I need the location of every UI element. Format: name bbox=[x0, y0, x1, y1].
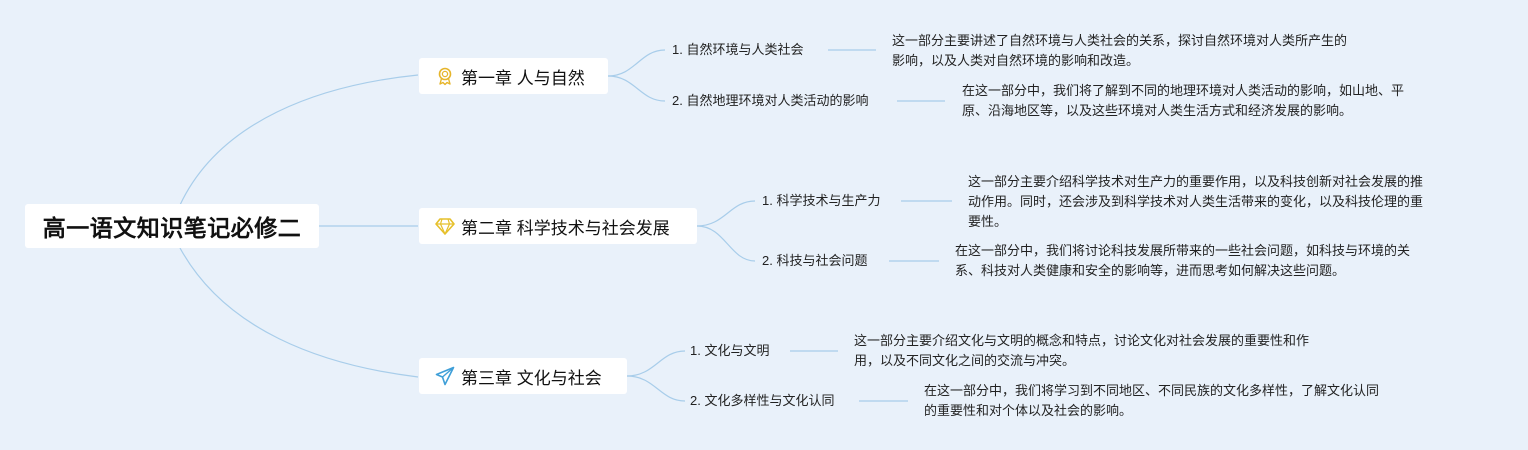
section-3-1-title[interactable]: 1. 文化与文明 bbox=[690, 343, 770, 358]
chapter-1-to-section-2-link bbox=[607, 75, 666, 102]
diamond-icon bbox=[435, 216, 455, 236]
chapter-1-to-section-1-link bbox=[607, 49, 666, 77]
section-1-2-title[interactable]: 2. 自然地理环境对人类活动的影响 bbox=[672, 93, 869, 108]
chapter-2-title: 第二章 科学技术与社会发展 bbox=[461, 218, 670, 238]
root-title: 高一语文知识笔记必修二 bbox=[42, 215, 302, 241]
section-2-1-desc: 这一部分主要介绍科学技术对生产力的重要作用，以及科技创新对社会发展的推 动作用。… bbox=[968, 174, 1424, 229]
root-to-chapter-3-link bbox=[179, 247, 419, 378]
chapter-3-title: 第三章 文化与社会 bbox=[461, 368, 602, 388]
section-1-2-desc: 在这一部分中，我们将了解到不同的地理环境对人类活动的影响，如山地、平 原、沿海地… bbox=[962, 83, 1405, 118]
chapter-3-to-section-1-link bbox=[626, 350, 686, 377]
section-3-1-desc: 这一部分主要介绍文化与文明的概念和特点，讨论文化对社会发展的重要性和作 用，以及… bbox=[854, 333, 1310, 368]
section-2-2-desc: 在这一部分中，我们将讨论科技发展所带来的一些社会问题，如科技与环境的关 系、科技… bbox=[955, 243, 1411, 278]
section-2-1-title[interactable]: 1. 科学技术与生产力 bbox=[762, 193, 881, 208]
chapter-3-node[interactable]: 第三章 文化与社会 bbox=[419, 358, 627, 394]
section-2-2-title[interactable]: 2. 科技与社会问题 bbox=[762, 253, 868, 268]
medal-icon bbox=[435, 66, 455, 86]
root-to-chapter-1-link bbox=[179, 74, 419, 206]
chapter-2-node[interactable]: 第二章 科学技术与社会发展 bbox=[419, 208, 697, 244]
chapter-2-to-section-2-link bbox=[696, 225, 756, 262]
chapter-1-node[interactable]: 第一章 人与自然 bbox=[419, 58, 608, 94]
root-node[interactable]: 高一语文知识笔记必修二 bbox=[25, 204, 319, 248]
chapter-3-to-section-2-link bbox=[626, 375, 686, 402]
section-3-2-title[interactable]: 2. 文化多样性与文化认同 bbox=[690, 393, 835, 408]
paper-plane-icon bbox=[435, 366, 455, 386]
chapter-2-to-section-1-link bbox=[696, 200, 756, 227]
chapter-1-title: 第一章 人与自然 bbox=[461, 68, 585, 88]
section-3-2-desc: 在这一部分中，我们将学习到不同地区、不同民族的文化多样性，了解文化认同 的重要性… bbox=[924, 383, 1380, 418]
section-1-1-desc: 这一部分主要讲述了自然环境与人类社会的关系，探讨自然环境对人类所产生的 影响，以… bbox=[892, 33, 1348, 68]
section-1-1-title[interactable]: 1. 自然环境与人类社会 bbox=[672, 42, 804, 57]
